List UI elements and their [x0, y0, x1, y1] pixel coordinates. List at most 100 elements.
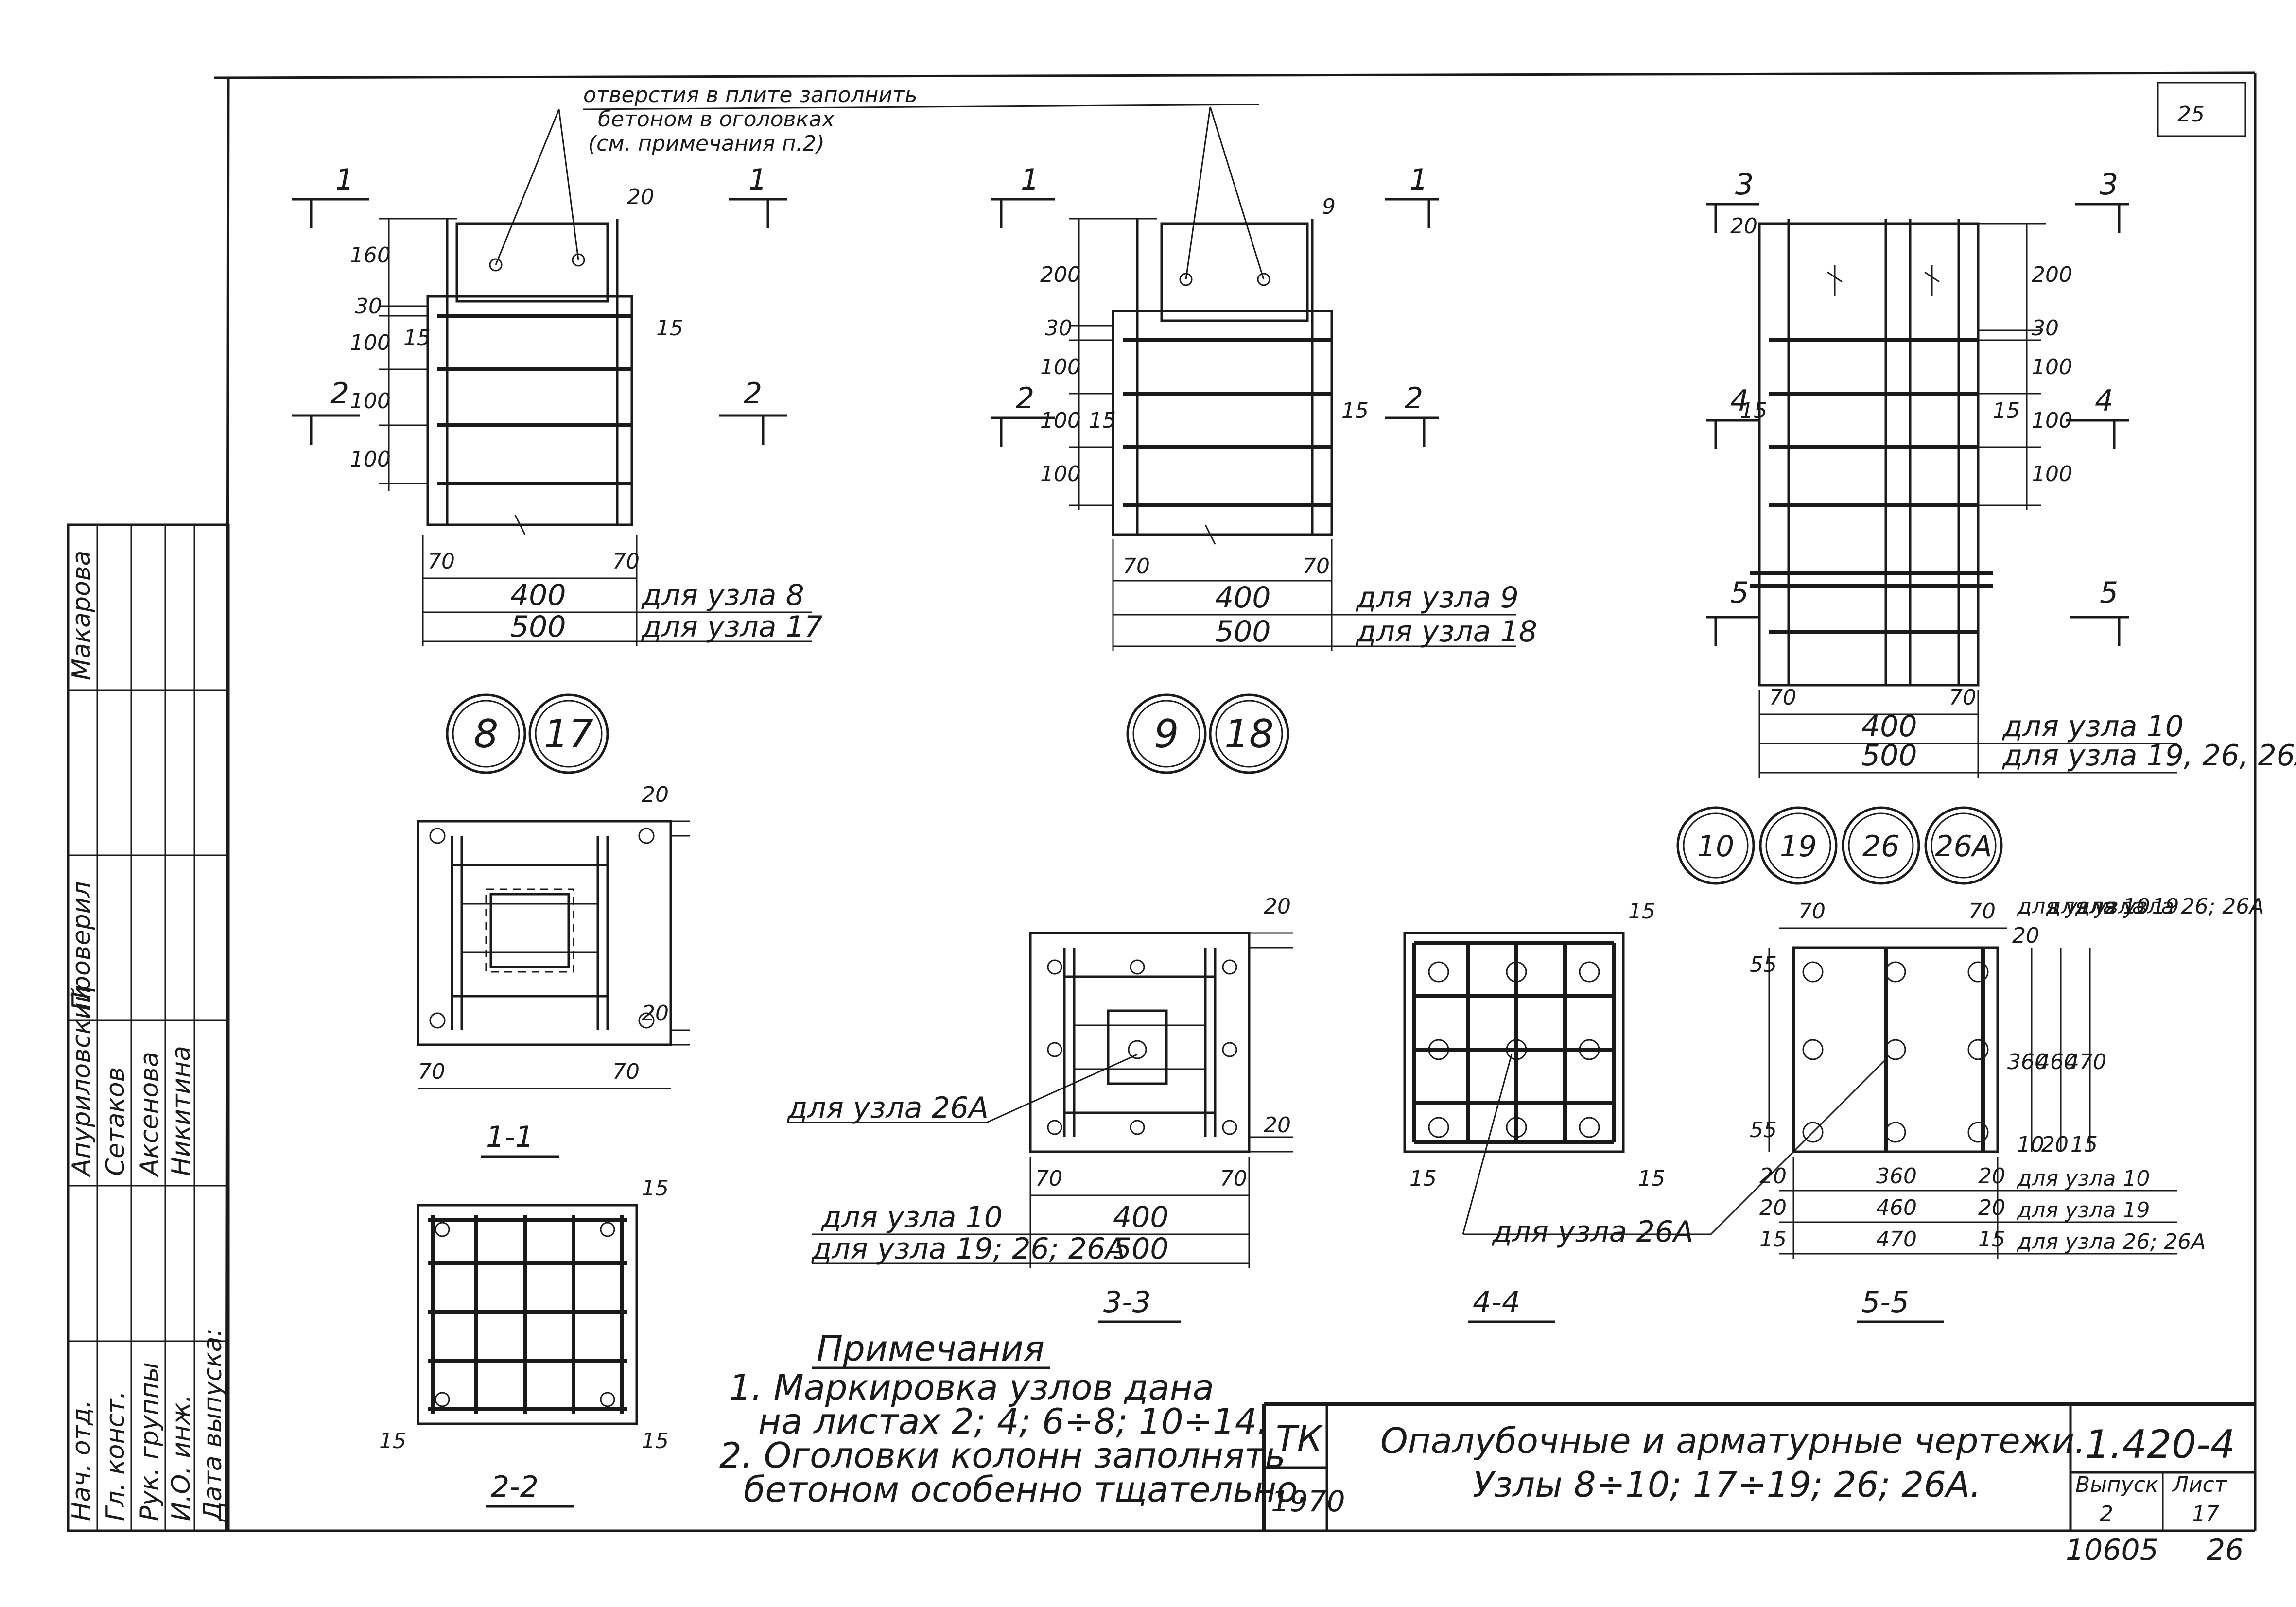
dim-e2-8: 70	[1123, 554, 1150, 579]
node-mark-8: 8	[474, 711, 499, 757]
node-marks-10-19-26: 10 19 26 26А	[1676, 806, 2003, 885]
s33-width-2-note: для узла 19; 26; 26А	[811, 1232, 1125, 1266]
s55-dim-right-2: 10	[2017, 1132, 2044, 1157]
s55-row2-a: 15	[1759, 1227, 1787, 1252]
dim-e3-7: 15	[1993, 398, 2020, 423]
e2-width-2: 500	[1215, 615, 1271, 649]
node-mark-10: 10	[1697, 829, 1734, 864]
dim-e1-4: 100	[350, 389, 391, 414]
title-block: ТК 1970 Опалубочные и арматурные чертежи…	[1262, 1402, 2255, 1567]
stamp-name-2: Аксенова	[135, 1052, 164, 1177]
s33-dim-1: 20	[1264, 1113, 1291, 1138]
s55-right-note-1: для узла 19	[2046, 894, 2179, 919]
cut-e2-mid-right: 2	[1405, 381, 1423, 415]
dim-e3-0: 20	[1730, 214, 1757, 239]
s55-right-note-0: для узла 10	[2017, 894, 2150, 919]
section-3-3: 20 20 70 70 для узла 26А 400 для узла 10…	[787, 894, 1293, 1323]
cut-e2-mid-left: 2	[1016, 381, 1034, 415]
dim-e1-6: 15	[403, 326, 431, 350]
e3-width-2: 500	[1861, 739, 1917, 773]
cut-e1-top-right: 1	[748, 163, 767, 197]
cut-e3-low-left: 5	[1730, 576, 1749, 610]
section-1-1: 20 20 70 70 1-1	[417, 782, 690, 1158]
dim-e1-2: 30	[355, 294, 382, 319]
s22-dim-2: 15	[642, 1429, 669, 1453]
dim-e1-0: 20	[627, 185, 654, 209]
s11-dim-0: 20	[642, 782, 669, 807]
s55-dim-right-1: 360	[2007, 1050, 2048, 1074]
dim-e1-5: 100	[350, 447, 391, 472]
stamp-role-0: Нач. отд.	[67, 1400, 96, 1521]
dim-e3-3: 100	[2032, 355, 2072, 380]
e1-width-1-note: для узла 8	[641, 578, 804, 612]
dim-e2-2: 30	[1045, 316, 1072, 341]
s55-row1-a: 20	[1759, 1195, 1787, 1220]
s11-dim-2: 70	[418, 1059, 445, 1084]
node-mark-26: 26	[1862, 829, 1899, 864]
s55-row0-b: 360	[1876, 1164, 1917, 1189]
s44-dim-1: 15	[1409, 1166, 1437, 1191]
stamp-checked-name: Макарова	[67, 551, 96, 680]
cut-e1-mid-right: 2	[744, 377, 762, 411]
node-mark-9: 9	[1154, 711, 1179, 757]
s55-row0-note: для узла 10	[2017, 1166, 2150, 1191]
cut-e2-top-right: 1	[1409, 163, 1428, 197]
s55-dim-top-1: 70	[1968, 899, 1996, 924]
dim-e2-5: 100	[1040, 462, 1081, 486]
elevation-node-10-19-26: 20 200 30 100 100 100 15 15 70 70 400 дл…	[1706, 168, 2296, 778]
s55-dim-right-4: 470	[2066, 1050, 2106, 1074]
dim-e3-9: 70	[1949, 685, 1976, 710]
e3-width-1-note: для узла 10	[2002, 709, 2184, 743]
node-marks-8-17: 8 17	[446, 693, 609, 774]
s44-note-26a: для узла 26А	[1492, 1215, 1693, 1249]
section-5-5: 70 70 55 55 20 360 10 460 470 20 15 для …	[1750, 894, 2264, 1323]
dim-e3-8: 70	[1769, 685, 1796, 710]
e3-width-1: 400	[1861, 709, 1917, 743]
s33-dim-3: 70	[1220, 1166, 1247, 1191]
cut-e1-mid-left: 2	[330, 377, 349, 411]
issue-number: 2	[2100, 1502, 2113, 1526]
s55-dim-top-0: 70	[1798, 899, 1826, 924]
s33-width-1: 400	[1113, 1200, 1169, 1234]
stamp-name-1: Сетаков	[101, 1067, 130, 1176]
callout-line-2: бетоном в оголовках	[598, 107, 835, 132]
title-line-1: Опалубочные и арматурные чертежи.	[1380, 1420, 2086, 1461]
notes-block: Примечания 1. Маркировка узлов дана на л…	[719, 1328, 1309, 1510]
s55-row1-c: 20	[1978, 1195, 2005, 1220]
page-number: 26	[2207, 1533, 2244, 1567]
title-line-2: Узлы 8÷10; 17÷19; 26; 26А.	[1473, 1464, 1981, 1505]
cut-e3-top-right: 3	[2100, 168, 2118, 202]
issue-label: Выпуск	[2075, 1472, 2158, 1497]
e2-width-2-note: для узла 18	[1356, 615, 1537, 649]
s55-dim-left-1: 55	[1750, 1118, 1777, 1142]
callout-note: отверстия в плите заполнить бетоном в ог…	[495, 83, 1265, 280]
notes-heading: Примечания	[817, 1328, 1044, 1369]
dim-e1-9: 70	[612, 549, 640, 574]
drawing-code: 1.420-4	[2085, 1422, 2235, 1467]
note-1b: на листах 2; 4; 6÷8; 10÷14.	[758, 1401, 1268, 1442]
cut-e1-top-left: 1	[335, 163, 354, 197]
s55-row1-note: для узла 19	[2017, 1198, 2150, 1223]
s33-dim-0: 20	[1264, 894, 1291, 919]
s33-width-2: 500	[1113, 1232, 1169, 1266]
title-org: ТК	[1276, 1418, 1323, 1459]
stamp-name-0: Апуриловский	[67, 986, 96, 1177]
section-2-2: 15 15 15 2-2	[379, 1176, 669, 1508]
s55-row0-c: 20	[1978, 1164, 2005, 1189]
s33-title: 3-3	[1103, 1285, 1151, 1319]
dim-e3-5: 100	[2032, 462, 2072, 486]
node-mark-26a: 26А	[1935, 829, 1992, 864]
stamp-role-4: Дата выпуска:	[198, 1328, 227, 1522]
dim-e1-8: 70	[428, 549, 455, 574]
node-mark-19: 19	[1780, 829, 1817, 864]
dim-e2-3: 100	[1040, 355, 1081, 380]
s55-row2-b: 470	[1876, 1227, 1917, 1252]
dim-e3-4: 100	[2032, 408, 2072, 433]
s33-width-1-note: для узла 10	[821, 1200, 1003, 1234]
stamp-name-3: Никитина	[167, 1046, 196, 1176]
s55-dim-right-0: 20	[2012, 923, 2039, 948]
dim-e2-4: 100	[1040, 408, 1081, 433]
note-2a: 2. Оголовки колонн заполнять	[719, 1435, 1286, 1476]
stamp-role-3: И.О. инж.	[167, 1394, 196, 1521]
